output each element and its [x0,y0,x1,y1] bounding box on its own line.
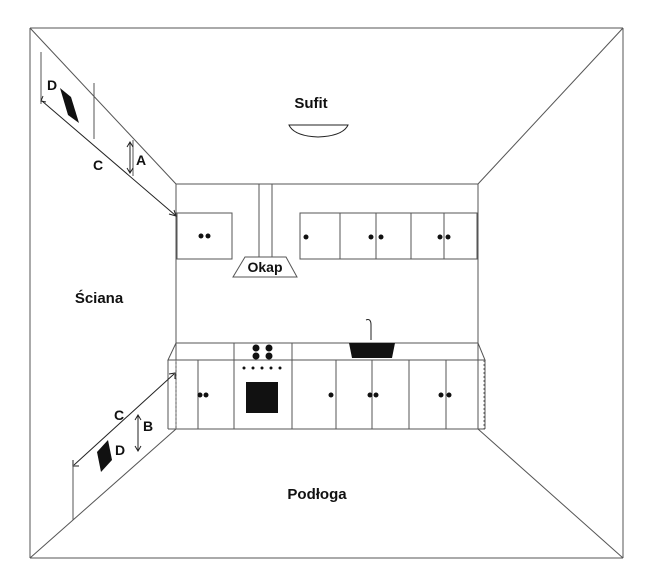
upper-cabinets-right [299,212,478,260]
floor-label: Podłoga [287,486,347,503]
oven-control-dot [278,366,282,370]
range-hood: Okap [232,184,298,278]
dimension-b-arrows [134,414,142,452]
countertop-surface [167,342,486,361]
oven [242,366,282,413]
cabinet-knob [303,234,309,240]
cabinet-knob [197,392,203,398]
faucet-icon [365,319,372,340]
cabinet-knob [368,234,374,240]
sink-basin-icon [349,343,395,358]
burner-icon [252,344,260,352]
cabinet-knob [446,392,452,398]
hood-label: Okap [247,259,282,275]
lower-dimension-c-line [73,373,175,466]
ceiling-right-diagonal [477,27,624,185]
cabinet-knob [205,233,211,239]
back-wall [175,183,479,430]
sink [349,319,395,358]
burner-icon [252,352,260,360]
dimension-c-arrows [40,95,177,217]
cabinet-knob [328,392,334,398]
cabinet-knob [437,234,443,240]
cabinet-knob [373,392,379,398]
wall-label: Ściana [75,289,124,307]
burner-icon [265,352,273,360]
oven-control-dot [242,366,246,370]
floor-left-diagonal [29,428,177,559]
cabinet-knob [378,234,384,240]
oven-control-dot [260,366,264,370]
lower-outlet-d-icon [97,440,112,472]
cooktop-body [233,342,293,361]
ceiling-lamp-icon [288,124,349,138]
dimension-c-line [41,100,176,216]
upper-cabinets-right-body [299,212,478,260]
burner-icon [265,344,273,352]
upper-outlet-group: D A C [40,52,177,217]
lower-cabinets [167,360,486,430]
upper-cabinet-left [176,212,233,260]
lower-label-d: D [115,442,125,458]
floor-right-diagonal [477,428,624,559]
upper-cabinet-left-body [176,212,233,260]
cabinet-knob [203,392,209,398]
countertop [167,342,486,361]
cabinet-knob [198,233,204,239]
hood-body [232,256,298,278]
upper-label-c: C [93,157,103,173]
cabinet-knob [438,392,444,398]
oven-control-dot [251,366,255,370]
ceiling-label: Sufit [294,95,327,112]
cabinet-knob [445,234,451,240]
lower-dimension-c-arrows [72,372,176,467]
dimension-a-arrows [126,141,134,174]
oven-door-icon [246,382,278,413]
oven-control-dot [269,366,273,370]
upper-label-a: A [136,152,146,168]
upper-label-d: D [47,77,57,93]
lower-label-b: B [143,418,153,434]
ceiling-left-diagonal [29,27,177,185]
lower-label-c: C [114,407,124,423]
cooktop [233,342,293,361]
lower-outlet-group: C B D [72,372,176,520]
upper-outlet-d-icon [60,88,79,123]
cabinet-knob [367,392,373,398]
